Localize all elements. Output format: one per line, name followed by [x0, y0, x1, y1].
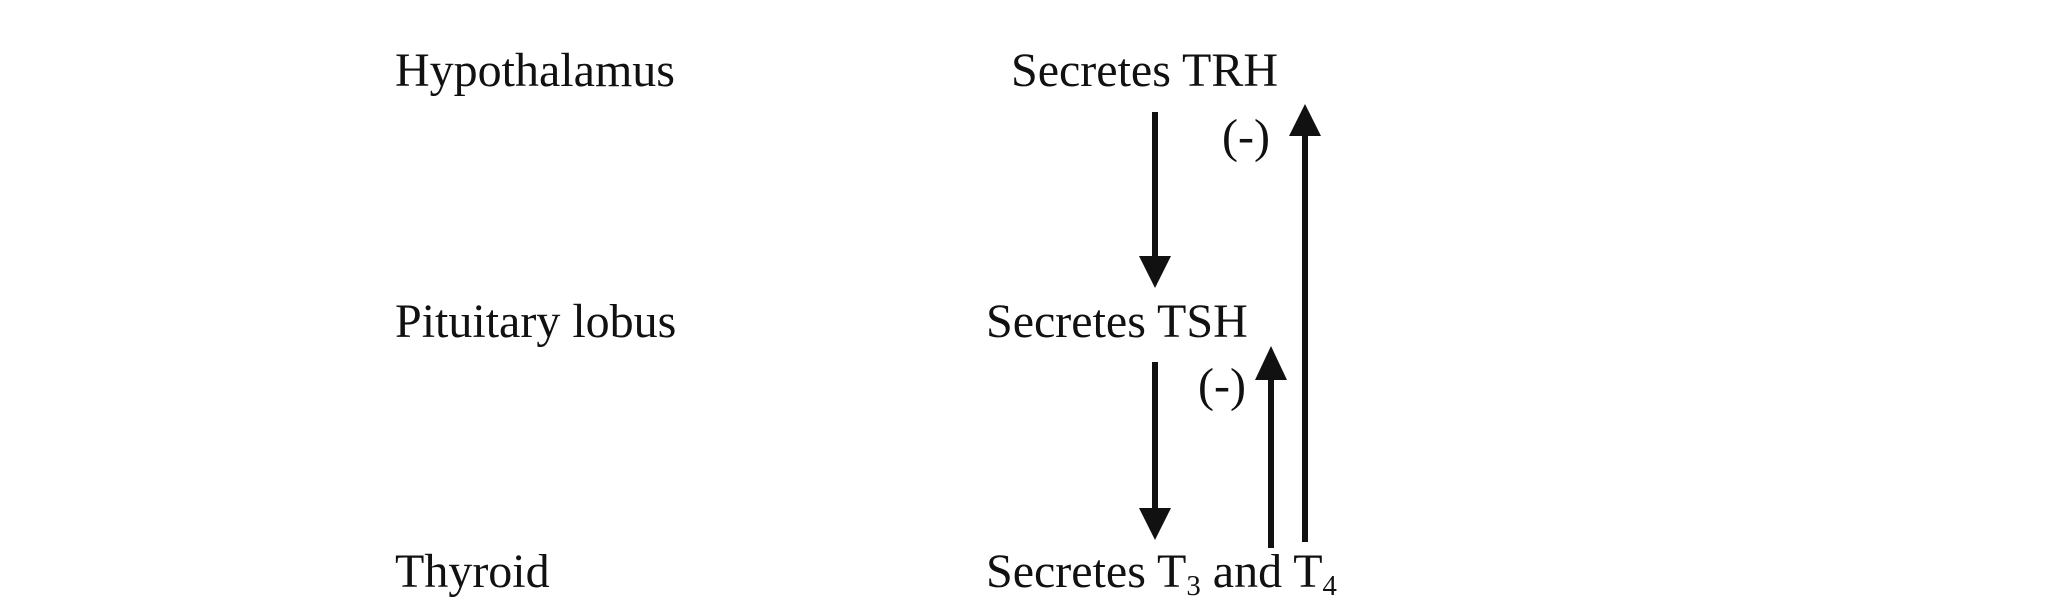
arrow-feedback-to-pituitary [1255, 346, 1287, 548]
negative-feedback-pituitary: (-) [1198, 359, 1246, 412]
negative-feedback-hypothalamus: (-) [1222, 110, 1270, 163]
arrow-tsh-to-thyroid [1139, 362, 1171, 540]
pituitary-label: Pituitary lobus [395, 295, 677, 348]
thyroid-label: Thyroid [395, 545, 550, 598]
t4-subscript: 4 [1322, 570, 1337, 602]
trh-secretion-label: Secretes TRH [1011, 44, 1279, 97]
hypothalamus-label: Hypothalamus [395, 44, 675, 97]
arrow-feedback-to-hypothalamus [1289, 104, 1321, 542]
t3-t4-prefix: Secretes T [986, 545, 1187, 598]
arrow-trh-to-pituitary [1139, 112, 1171, 288]
t3-subscript: 3 [1186, 570, 1201, 602]
t3-t4-secretion-label: Secretes T3 and T4 [986, 545, 1337, 601]
tsh-secretion-label: Secretes TSH [986, 295, 1248, 348]
t3-t4-middle: and T [1200, 545, 1323, 598]
